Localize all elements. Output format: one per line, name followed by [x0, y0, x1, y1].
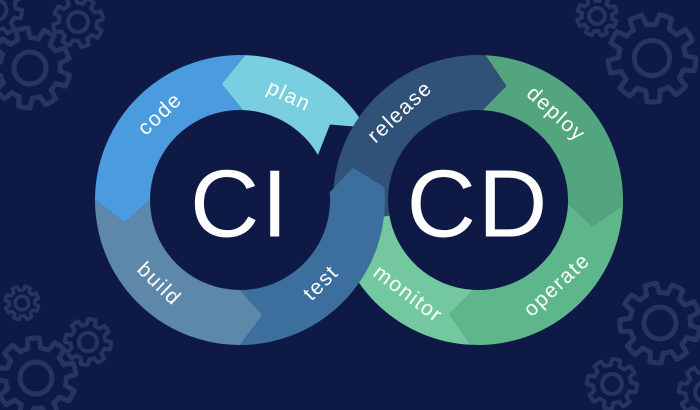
gear-icon: [575, 0, 619, 38]
gear-icon: [0, 0, 24, 36]
gear-icon: [605, 12, 699, 105]
gear-icon: [0, 25, 72, 111]
gear-icon: [584, 356, 640, 410]
segment-code: [95, 55, 246, 223]
gear-icon: [617, 280, 700, 366]
loop-cd-title: CD: [407, 151, 550, 258]
gear-icon: [62, 316, 114, 368]
gear-icon: [51, 0, 105, 49]
loop-ci-title: CI: [190, 151, 290, 258]
gear-icon: [677, 365, 700, 410]
segment-deploy: [482, 55, 623, 227]
segment-operate: [449, 203, 623, 345]
segment-test: [240, 167, 385, 345]
gear-icon: [0, 335, 79, 410]
segment-plan: [221, 55, 366, 155]
segment-build: [95, 200, 263, 345]
gear-icon: [3, 284, 41, 322]
